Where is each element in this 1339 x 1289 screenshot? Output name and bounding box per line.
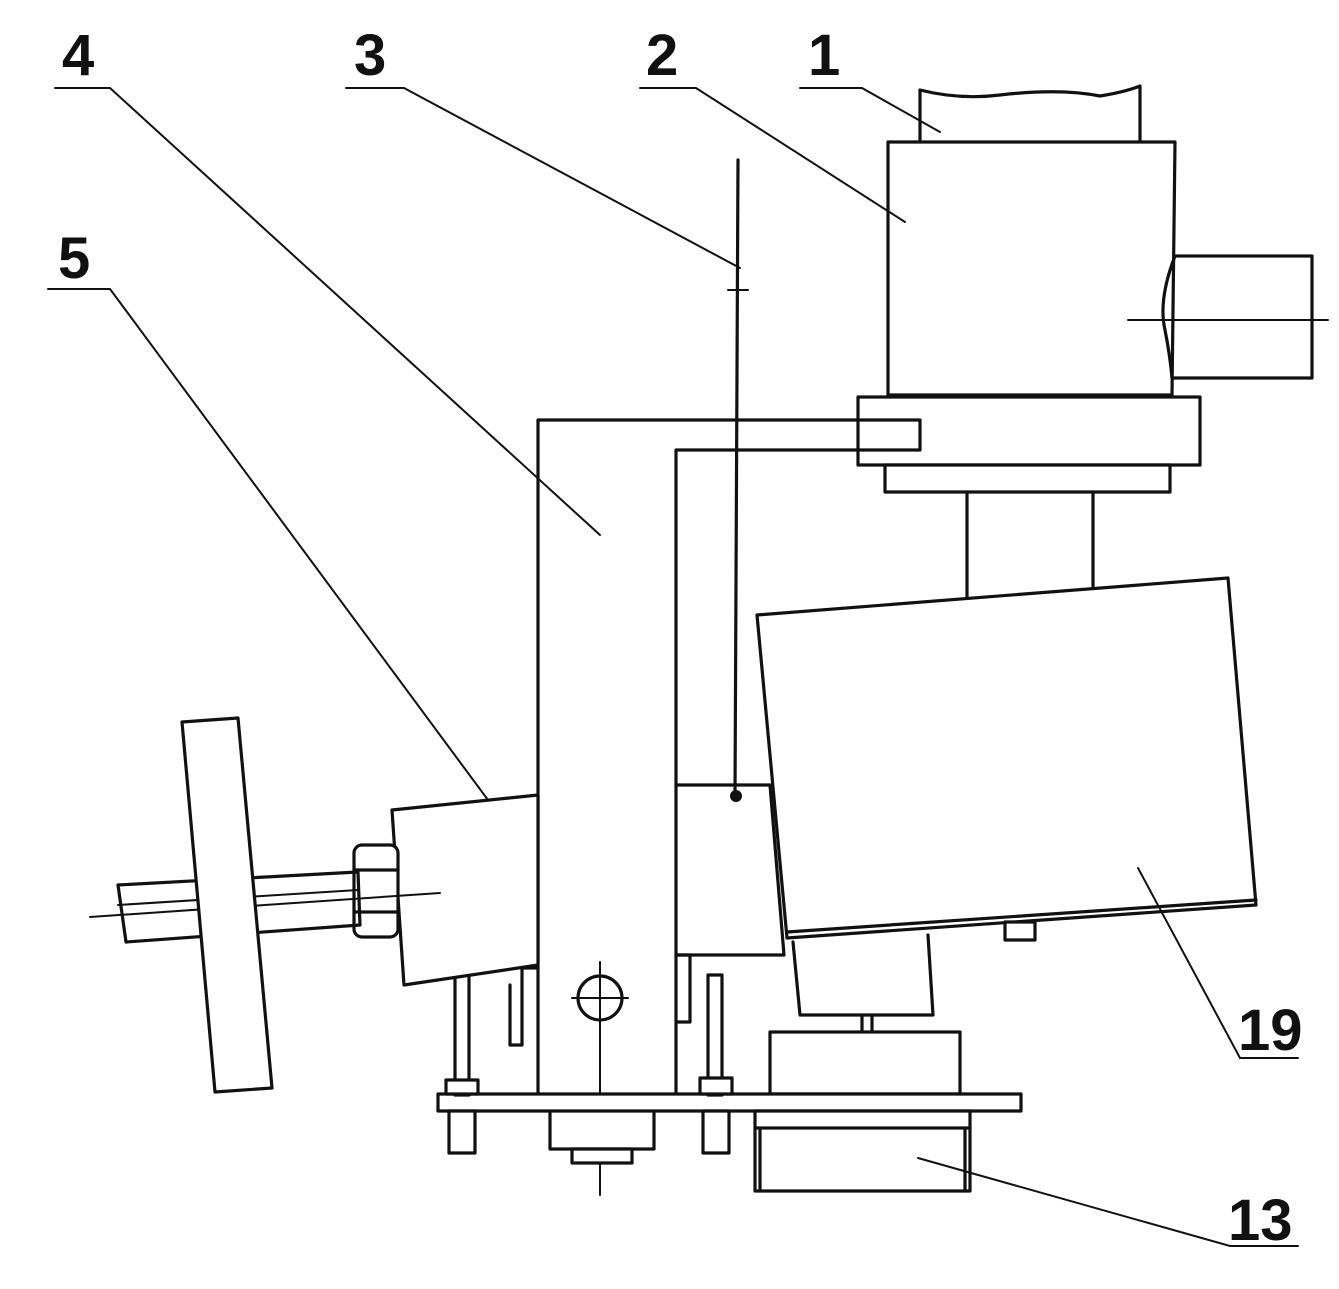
part-13-base-unit: [436, 1030, 1023, 1193]
label-part-19: 19: [1238, 998, 1303, 1063]
part-5-handwheel-assembly: [89, 716, 540, 1094]
part-labels: 1 2 3 4 5 19 13: [58, 23, 1303, 1253]
label-part-2: 2: [646, 23, 678, 88]
leader-lines: [47, 87, 1299, 1247]
left-bolt: [444, 973, 480, 1155]
label-part-4: 4: [62, 23, 94, 88]
part-1-shaft-stub: [918, 84, 1142, 142]
label-part-1: 1: [808, 23, 840, 88]
part-2-motor-housing: [856, 140, 1329, 600]
right-bolt: [698, 973, 734, 1155]
label-part-3: 3: [354, 23, 386, 88]
label-part-13: 13: [1228, 1188, 1293, 1253]
part-19-tilted-box: [755, 576, 1258, 1034]
label-part-5: 5: [58, 226, 90, 291]
part-4-control-rod: [727, 158, 749, 802]
slider-block: [674, 783, 786, 957]
